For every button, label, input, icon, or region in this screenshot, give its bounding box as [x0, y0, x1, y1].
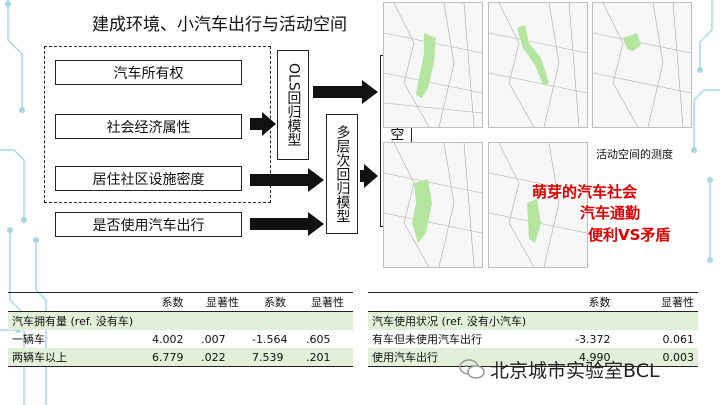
col-coef-2: 系数	[248, 292, 303, 312]
section-label: 汽车拥有量 (ref. 没有车)	[8, 311, 353, 330]
table-cell: .201	[302, 348, 353, 367]
map-caption: 活动空间的测度	[596, 148, 673, 161]
table-cell: 7.539	[248, 348, 303, 367]
table-row-label: 一辆车	[12, 333, 45, 346]
table-cell: 6.779	[148, 348, 198, 367]
col-sig: 显著性	[614, 292, 698, 312]
col-blank	[8, 292, 148, 312]
col-blank	[368, 292, 526, 312]
highlight-car-commute: 汽车通勤	[580, 204, 641, 222]
activity-map-2	[488, 2, 588, 128]
table-cell: 4.990	[526, 348, 615, 367]
activity-map-5	[488, 142, 588, 268]
input-facility-density: 居住社区设施密度	[55, 166, 242, 191]
left-regression-table: 系数 显著性 系数 显著性 汽车拥有量 (ref. 没有车) 一辆车 4.002…	[8, 292, 353, 367]
col-sig-2: 显著性	[302, 292, 353, 312]
multilevel-model-box: 多层次回归模型	[326, 114, 358, 234]
table-cell: 0.003	[614, 348, 698, 367]
activity-map-3	[592, 2, 692, 128]
activity-map-4	[383, 142, 483, 268]
input-socioeconomic: 社会经济属性	[55, 114, 242, 139]
table-cell: .007	[201, 332, 226, 346]
highlight-convenience: 便利VS矛盾	[588, 226, 671, 244]
table-cell: -3.372	[575, 332, 611, 346]
slide-title: 建成环境、小汽车出行与活动空间	[92, 15, 347, 35]
right-regression-table: 系数 显著性 汽车使用状况 (ref. 没有小汽车) 有车但未使用汽车出行 -3…	[368, 292, 698, 367]
table-row-label: 两辆车以上	[8, 348, 148, 367]
highlight-car-society: 萌芽的汽车社会	[532, 183, 638, 201]
col-coef-1: 系数	[148, 292, 198, 312]
wechat-icon	[459, 359, 485, 379]
table-cell: 4.002	[152, 332, 184, 346]
table-cell: .022	[197, 348, 249, 367]
circuit-decoration-right	[691, 0, 720, 263]
col-coef: 系数	[526, 292, 615, 312]
col-sig-1: 显著性	[197, 292, 249, 312]
section-label: 汽车使用状况 (ref. 没有小汽车)	[368, 311, 698, 330]
activity-map-1	[383, 2, 483, 128]
input-car-use: 是否使用汽车出行	[55, 212, 242, 237]
table-row-label: 使用汽车出行	[368, 348, 526, 367]
input-car-ownership: 汽车所有权	[55, 60, 242, 85]
table-cell: -1.564	[252, 332, 288, 346]
ols-model-box: OLS回归模型	[277, 50, 309, 160]
table-row-label: 有车但未使用汽车出行	[372, 333, 482, 346]
table-cell: .605	[306, 332, 331, 346]
watermark-text: 北京城市实验室BCL	[490, 360, 660, 382]
table-cell: 0.061	[662, 332, 695, 346]
